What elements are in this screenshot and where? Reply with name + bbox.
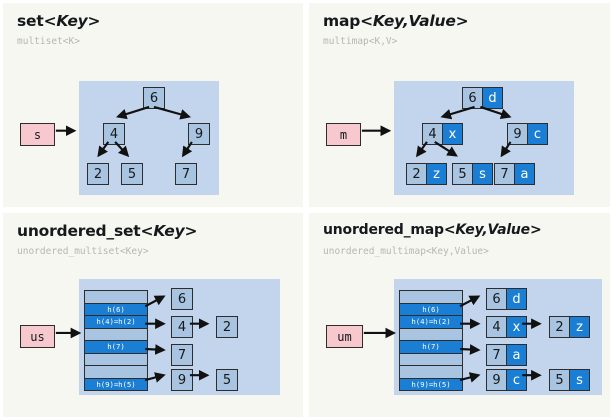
title-unordered-set-main: unordered_set — [17, 222, 141, 240]
bucket-7: h(9)=h(5) — [85, 378, 147, 390]
value-cell: d — [506, 289, 526, 309]
handle-box-m: m — [326, 123, 361, 146]
value-cell: s — [569, 370, 589, 390]
title-map-main: map — [323, 12, 361, 30]
value-cell: a — [514, 164, 534, 184]
key-cell: 2 — [550, 317, 569, 337]
subtitle-multimap: multimap<K,V> — [323, 36, 398, 47]
quadrant-unordered-map: unordered_map<Key,Value> unordered_multi… — [309, 213, 610, 417]
value-cell: z — [426, 164, 446, 184]
bucket-6 — [400, 366, 462, 379]
title-map-template: <Key,Value> — [360, 12, 469, 30]
tree-node-4: 4 — [103, 123, 125, 145]
tree-node-5: 5 — [121, 163, 143, 185]
key-cell: 6 — [463, 88, 482, 108]
chain-node-2: 2 — [216, 316, 238, 338]
title-unordered-set: unordered_set<Key> — [17, 222, 197, 240]
title-unordered-map: unordered_map<Key,Value> — [323, 222, 542, 238]
tree-node-2-z: 2 z — [406, 163, 447, 185]
tree-node-5-s: 5 s — [452, 163, 493, 185]
bucket-6 — [85, 366, 147, 379]
tree-node-9: 9 — [188, 123, 210, 145]
handle-box-um: um — [326, 325, 363, 348]
value-cell: x — [506, 317, 526, 337]
title-unordered-map-main: unordered_map — [323, 222, 444, 238]
tree-node-9-c: 9 c — [507, 123, 548, 145]
bucket-5 — [85, 353, 147, 366]
chain-node-9-c: 9 c — [486, 369, 527, 391]
bucket-3 — [85, 328, 147, 341]
bucket-3 — [400, 328, 462, 341]
tree-node-2: 2 — [87, 163, 109, 185]
value-cell: a — [506, 345, 526, 365]
title-set-template: <Key> — [43, 12, 101, 30]
bucket-5 — [400, 353, 462, 366]
key-cell: 9 — [487, 370, 506, 390]
key-cell: 7 — [487, 345, 506, 365]
chain-node-4-x: 4 x — [486, 316, 527, 338]
chain-node-2-z: 2 z — [549, 316, 590, 338]
quadrant-unordered-set: unordered_set<Key> unordered_multiset<Ke… — [3, 213, 303, 417]
title-unordered-set-template: <Key> — [140, 222, 198, 240]
subtitle-multiset: multiset<K> — [17, 36, 80, 47]
bucket-7: h(9)=h(5) — [400, 378, 462, 390]
chain-node-7: 7 — [171, 344, 193, 366]
key-cell: 5 — [453, 164, 472, 184]
key-cell: 5 — [550, 370, 569, 390]
chain-node-6: 6 — [171, 288, 193, 310]
subtitle-unordered-multiset: unordered_multiset<Key> — [17, 246, 149, 257]
chain-node-7-a: 7 a — [486, 344, 527, 366]
tree-node-7-a: 7 a — [494, 163, 535, 185]
handle-box-s: s — [20, 123, 55, 146]
tree-node-4-x: 4 x — [422, 123, 463, 145]
bucket-array-um: h(6) h(4)=h(2) h(7) h(9)=h(5) — [399, 290, 463, 391]
bucket-1: h(6) — [85, 303, 147, 316]
title-map: map<Key,Value> — [323, 12, 469, 30]
handle-box-us: us — [20, 325, 55, 348]
bucket-1: h(6) — [400, 303, 462, 316]
value-cell: x — [442, 124, 462, 144]
chain-node-5: 5 — [216, 369, 238, 391]
bucket-array-us: h(6) h(4)=h(2) h(7) h(9)=h(5) — [84, 290, 148, 391]
value-cell: c — [527, 124, 547, 144]
bucket-2: h(4)=h(2) — [85, 316, 147, 329]
subtitle-unordered-multimap: unordered_multimap<Key,Value> — [323, 246, 489, 257]
bucket-0 — [400, 291, 462, 304]
key-cell: 4 — [423, 124, 442, 144]
tree-node-7: 7 — [175, 163, 197, 185]
chain-node-6-d: 6 d — [486, 288, 527, 310]
tree-node-6: 6 — [143, 87, 165, 109]
title-set-main: set — [17, 12, 44, 30]
bucket-0 — [85, 291, 147, 304]
value-cell: d — [482, 88, 502, 108]
title-unordered-map-template: <Key,Value> — [443, 222, 542, 238]
tree-node-6-d: 6 d — [462, 87, 503, 109]
key-cell: 4 — [487, 317, 506, 337]
value-cell: z — [569, 317, 589, 337]
chain-node-4: 4 — [171, 316, 193, 338]
quadrant-set: set<Key> multiset<K> s 6 4 9 2 5 7 — [3, 3, 303, 207]
bucket-4: h(7) — [85, 341, 147, 354]
chain-node-9: 9 — [171, 369, 193, 391]
key-cell: 7 — [495, 164, 514, 184]
key-cell: 2 — [407, 164, 426, 184]
value-cell: c — [506, 370, 526, 390]
key-cell: 6 — [487, 289, 506, 309]
quadrant-map: map<Key,Value> multimap<K,V> m 6 d 4 x 9… — [309, 3, 610, 207]
key-cell: 9 — [508, 124, 527, 144]
bucket-2: h(4)=h(2) — [400, 316, 462, 329]
title-set: set<Key> — [17, 12, 101, 30]
value-cell: s — [472, 164, 492, 184]
bucket-4: h(7) — [400, 341, 462, 354]
chain-node-5-s: 5 s — [549, 369, 590, 391]
